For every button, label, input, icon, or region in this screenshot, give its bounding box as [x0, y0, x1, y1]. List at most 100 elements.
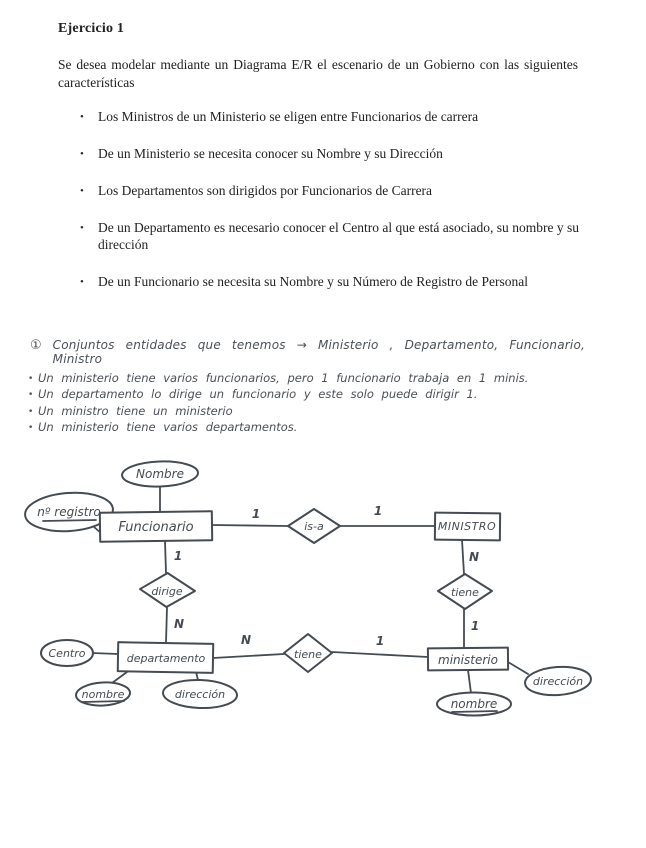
attribute-label: nº registro	[37, 505, 101, 519]
requirement-text: Los Ministros de un Ministerio se eligen…	[98, 109, 479, 124]
cardinality-departamento-tiene: N	[241, 633, 251, 647]
relationship-is-a: is-a	[287, 508, 341, 544]
relationship-label: tiene	[451, 586, 479, 599]
attribute-label: Nombre	[136, 467, 184, 481]
entity-label: departamento	[127, 652, 206, 665]
note-item: • Un ministro tiene un ministerio	[28, 404, 628, 420]
note-text: Un ministerio tiene varios departamentos…	[38, 419, 298, 434]
entity-departamento: departamento	[116, 641, 215, 674]
attribute-funcionario-nombre: Nombre	[121, 460, 199, 488]
note-item: • Un ministerio tiene varios funcionario…	[28, 371, 628, 387]
note-text: Un ministerio tiene varios funcionarios,…	[38, 371, 529, 385]
notes-items: • Un ministerio tiene varios funcionario…	[28, 371, 628, 436]
relationship-label: dirige	[151, 585, 183, 598]
line-ministerio-nombre	[467, 669, 472, 694]
bullet-icon: •	[28, 422, 34, 433]
relationship-tiene-ministro: tiene	[437, 573, 493, 610]
note-item: • Un departamento lo dirige un funcionar…	[28, 387, 628, 403]
attribute-ellipse	[162, 678, 238, 710]
attribute-ellipse	[75, 681, 131, 707]
note-text: Un ministro tiene un ministerio	[38, 403, 233, 418]
line-ministerio-direccion	[507, 661, 529, 675]
line-tiene-ministerio-bottom	[331, 651, 429, 658]
attribute-ellipse	[40, 639, 94, 667]
relationship-tiene-departamento: tiene	[283, 633, 333, 673]
bullet-icon: •	[28, 390, 34, 401]
line-departamento-tiene	[212, 653, 285, 659]
list-item: • De un Ministerio se necesita conocer s…	[80, 146, 580, 163]
attribute-label: nombre	[451, 697, 498, 711]
relationship-label: is-a	[304, 520, 324, 533]
attribute-ellipse	[524, 665, 592, 697]
bullet-icon: •	[28, 374, 34, 384]
bullet-icon: •	[80, 111, 84, 123]
cardinality-tiene-ministerio-right: 1	[471, 619, 479, 633]
attribute-departamento-nombre: nombre	[75, 681, 131, 707]
relationship-diamond	[283, 633, 333, 673]
attribute-label: dirección	[533, 675, 583, 688]
attribute-ministerio-nombre: nombre	[436, 691, 512, 717]
attribute-label: dirección	[175, 688, 225, 701]
requirement-text: Los Departamentos son dirigidos por Func…	[98, 183, 433, 198]
page-title: Ejercicio 1	[58, 21, 125, 36]
bullet-icon: •	[80, 148, 84, 160]
relationship-diamond	[287, 508, 341, 544]
attribute-label: Centro	[49, 647, 86, 660]
intro-paragraph: Se desea modelar mediante un Diagrama E/…	[58, 57, 578, 90]
cardinality-ministro-tiene: N	[469, 550, 479, 564]
relationship-diamond	[437, 573, 493, 610]
list-item: • Los Departamentos son dirigidos por Fu…	[80, 183, 580, 200]
requirement-text: De un Ministerio se necesita conocer su …	[98, 146, 443, 161]
line-departamento-nombre	[111, 671, 128, 684]
relationship-dirige: dirige	[139, 572, 196, 608]
entity-funcionario: Funcionario	[98, 510, 214, 543]
bullet-icon: •	[80, 185, 84, 197]
note-text: Un departamento lo dirige un funcionario…	[38, 387, 478, 402]
attribute-departamento-direccion: dirección	[162, 678, 238, 710]
line-centro-departamento	[91, 652, 119, 655]
notes-heading-text: Conjuntos entidades que tenemos → Minist…	[52, 338, 586, 366]
entity-label: Funcionario	[118, 520, 193, 535]
attribute-ellipse	[436, 691, 512, 717]
entity-ministerio: ministerio	[426, 646, 510, 672]
line-ministro-tiene	[461, 539, 465, 575]
entity-label: ministerio	[438, 653, 498, 667]
relationship-diamond	[139, 572, 196, 608]
attribute-funcionario-num-registro: nº registro	[24, 491, 114, 533]
attribute-ministerio-direccion: dirección	[524, 665, 592, 697]
line-dirige-departamento	[165, 606, 168, 644]
key-underline	[451, 710, 498, 713]
line-funcionario-dirige	[164, 540, 167, 574]
notes-heading: ① Conjuntos entidades que tenemos → Mini…	[30, 338, 642, 366]
entity-label: MINISTRO	[438, 520, 496, 533]
bullet-icon: •	[80, 275, 84, 288]
relationship-label: tiene	[294, 648, 322, 661]
line-funcionario-isa	[211, 524, 289, 527]
cardinality-isa-ministro: 1	[374, 504, 382, 518]
circled-number-icon: ①	[30, 338, 42, 353]
requirements-list: • Los Ministros de un Ministerio se elig…	[80, 109, 580, 311]
er-diagram: Nombre nº registro Centro nombre direcci…	[24, 460, 592, 717]
list-item: • De un Funcionario se necesita su Nombr…	[80, 274, 580, 291]
requirement-text: De un Departamento es necesario conocer …	[98, 220, 579, 252]
cardinality-dirige-departamento: N	[174, 617, 184, 631]
attribute-departamento-centro: Centro	[40, 639, 94, 667]
entity-box	[433, 511, 502, 542]
attribute-label: nombre	[82, 688, 125, 701]
entity-box	[116, 641, 215, 674]
cardinality-tiene-ministerio-bottom: 1	[376, 634, 384, 648]
bullet-icon: •	[28, 406, 34, 417]
key-underline	[42, 519, 97, 522]
cardinality-funcionario-dirige: 1	[174, 549, 182, 563]
requirement-text: De un Funcionario se necesita su Nombre …	[98, 273, 529, 289]
cardinality-labels: 1 1 N 1 1 N N 1	[174, 504, 479, 648]
list-item: • De un Departamento es necesario conoce…	[80, 220, 580, 253]
key-underline	[81, 700, 125, 703]
entity-ministro: MINISTRO	[433, 511, 502, 542]
bullet-icon: •	[80, 222, 84, 234]
entity-box	[98, 510, 214, 543]
note-item: • Un ministerio tiene varios departament…	[28, 420, 628, 436]
attribute-ellipse	[121, 460, 199, 488]
cardinality-funcionario-isa: 1	[252, 507, 260, 521]
